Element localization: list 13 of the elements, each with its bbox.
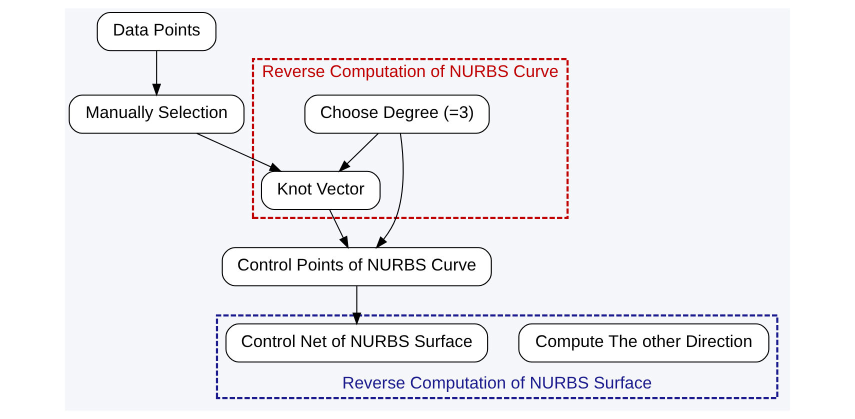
node-box: Control Points of NURBS Curve	[222, 247, 492, 286]
arrow	[152, 50, 162, 97]
arrow	[196, 132, 282, 172]
node-box: Choose Degree (=3)	[304, 94, 490, 134]
node-box: Knot Vector	[260, 170, 381, 210]
arrow	[338, 133, 379, 172]
node-box: Data Points	[96, 12, 216, 52]
arrow	[376, 133, 404, 249]
arrow	[329, 210, 349, 249]
node-box: Manually Selection	[68, 94, 245, 134]
arrow	[352, 286, 362, 326]
node-box: Control Net of NURBS Surface	[225, 323, 488, 363]
node-box: Compute The other Direction	[518, 323, 770, 363]
